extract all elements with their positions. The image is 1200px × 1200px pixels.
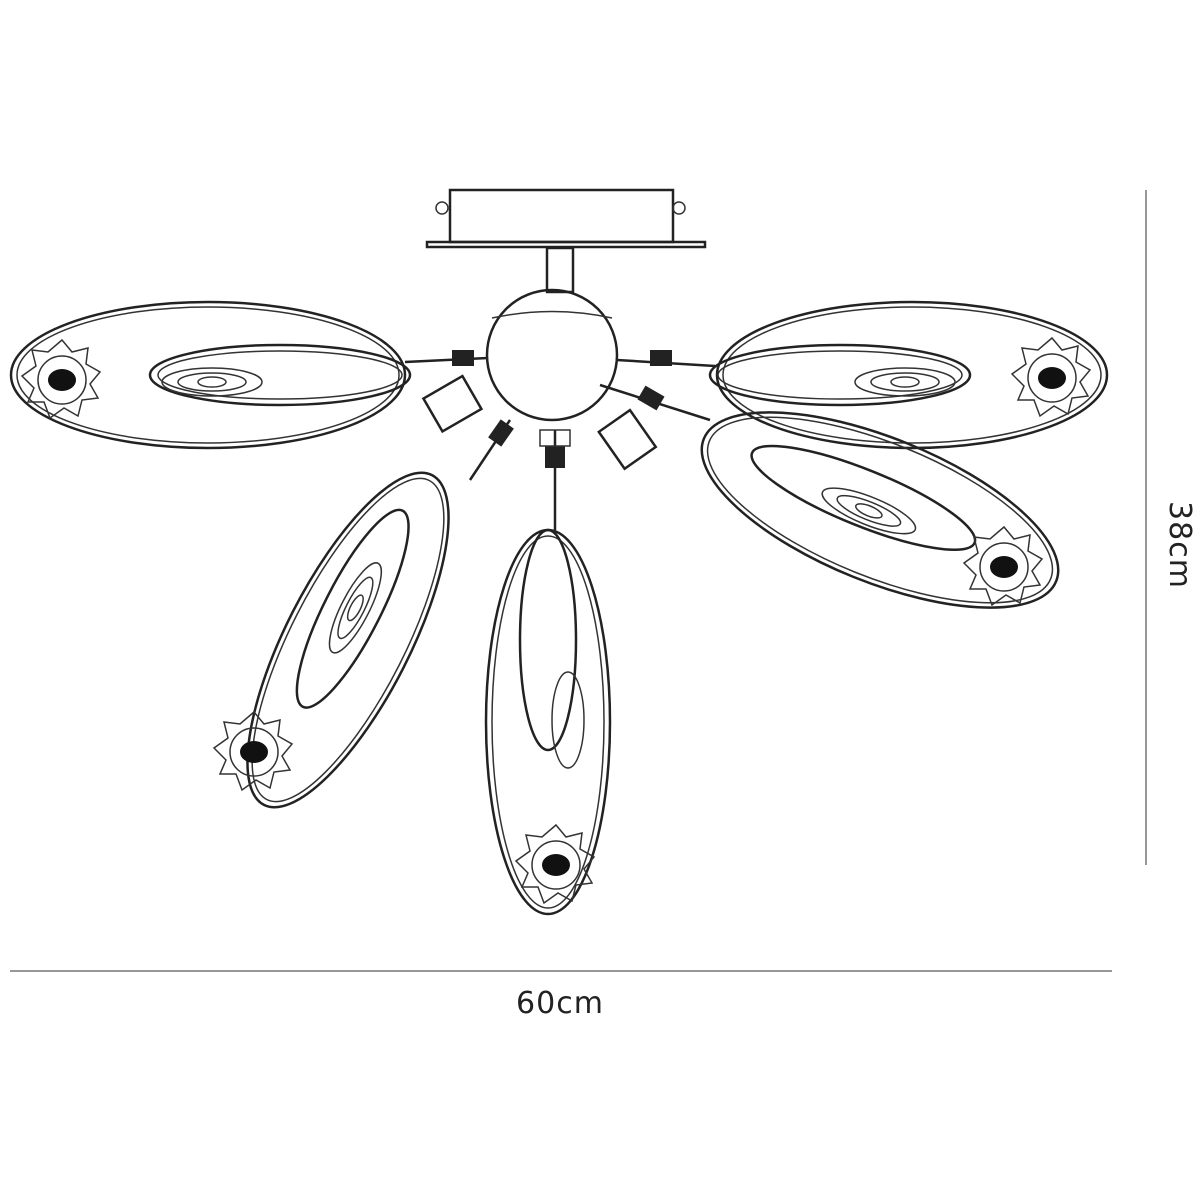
ring-right-lower: [700, 411, 1060, 609]
height-label: 38cm: [1162, 501, 1197, 589]
ring-right: [708, 300, 1109, 450]
arms: [404, 350, 716, 530]
ring-center: [484, 528, 612, 916]
central-hub: [485, 288, 619, 422]
ceiling-canopy: [425, 188, 707, 294]
width-label: 60cm: [516, 986, 604, 1021]
ring-left: [9, 300, 412, 450]
ring-left-lower: [246, 471, 450, 809]
